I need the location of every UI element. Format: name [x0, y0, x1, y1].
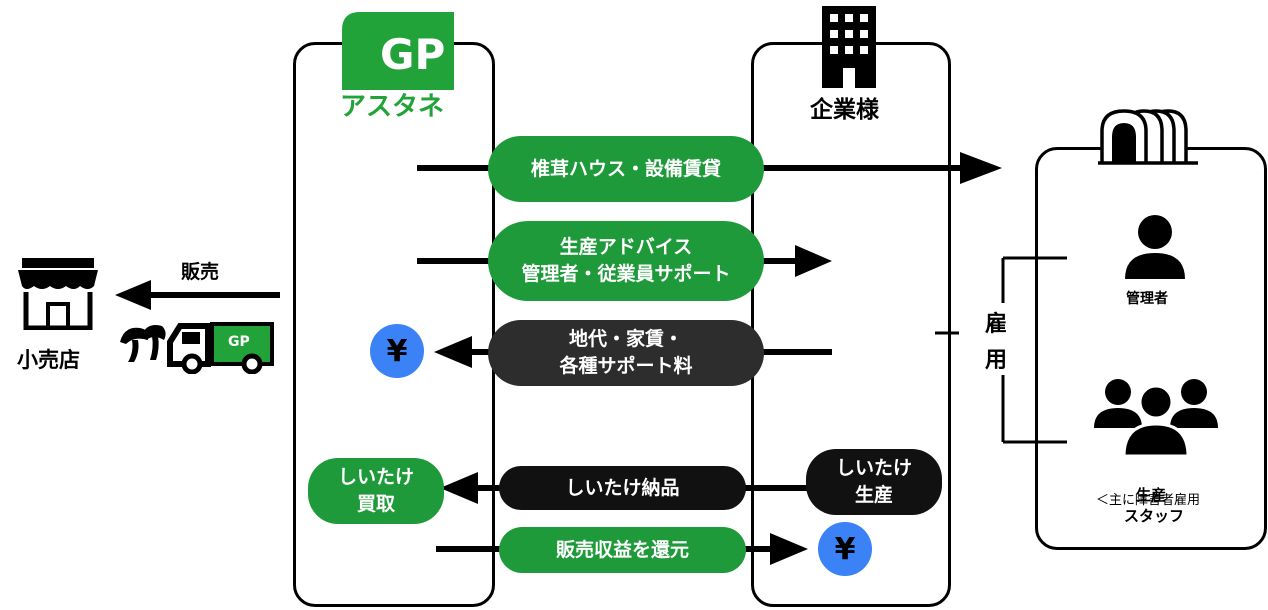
truck-icon: GP [166, 320, 276, 374]
astane-logo: GP [342, 12, 454, 90]
truck-logo: GP [228, 334, 250, 350]
staff-label-line1: 生産 [1136, 486, 1167, 504]
manager-label: 管理者 [1126, 291, 1168, 307]
production-line2: 生産 [854, 484, 893, 506]
advice-line1: 生産アドバイス [559, 236, 693, 258]
delivery-flow-label: しいたけ納品 [499, 466, 746, 510]
employment-label-bg [981, 303, 1011, 375]
advice-flow-label: 生産アドバイス 管理者・従業員サポート [488, 221, 764, 301]
purchase-line2: 買取 [356, 493, 395, 515]
staff-note: ＜主に障害者雇用 [1096, 493, 1201, 508]
production-box: しいたけ 生産 [806, 449, 942, 515]
building-icon [822, 6, 876, 88]
sale-label: 販売 [181, 261, 220, 283]
greenhouse-icon [1098, 107, 1210, 165]
staff-label-line2: スタッフ [1124, 507, 1185, 525]
advice-line2: 管理者・従業員サポート [521, 263, 731, 285]
employment-char2: 用 [985, 348, 1008, 373]
rental-flow-label: 椎茸ハウス・設備賃貸 [488, 136, 764, 202]
production-line1: しいたけ [835, 457, 912, 479]
mushroom-icon [118, 322, 168, 364]
astane-name: アスタネ [340, 92, 445, 122]
purchase-line1: しいたけ [337, 466, 414, 488]
manager-person-icon [1125, 215, 1185, 279]
purchase-box: しいたけ 買取 [308, 458, 444, 524]
fees-flow-label: 地代・家賃・ 各種サポート料 [488, 320, 764, 386]
fees-line2: 各種サポート料 [559, 355, 693, 377]
shop-name: 小売店 [17, 348, 80, 372]
sale-arrow [115, 280, 280, 310]
staff-group-icon [1094, 378, 1218, 458]
fees-line1: 地代・家賃・ [568, 328, 683, 350]
gp-logo-text: GP [380, 30, 446, 79]
yen-icon-fees: ¥ [370, 324, 424, 378]
gp-logo-icon [342, 12, 454, 90]
farm-box [1035, 147, 1267, 550]
store-icon [18, 258, 98, 330]
employment-char1: 雇 [985, 312, 1008, 337]
company-name: 企業様 [810, 97, 879, 123]
return-flow-label: 販売収益を還元 [499, 527, 746, 573]
yen-icon-return: ¥ [818, 522, 872, 576]
